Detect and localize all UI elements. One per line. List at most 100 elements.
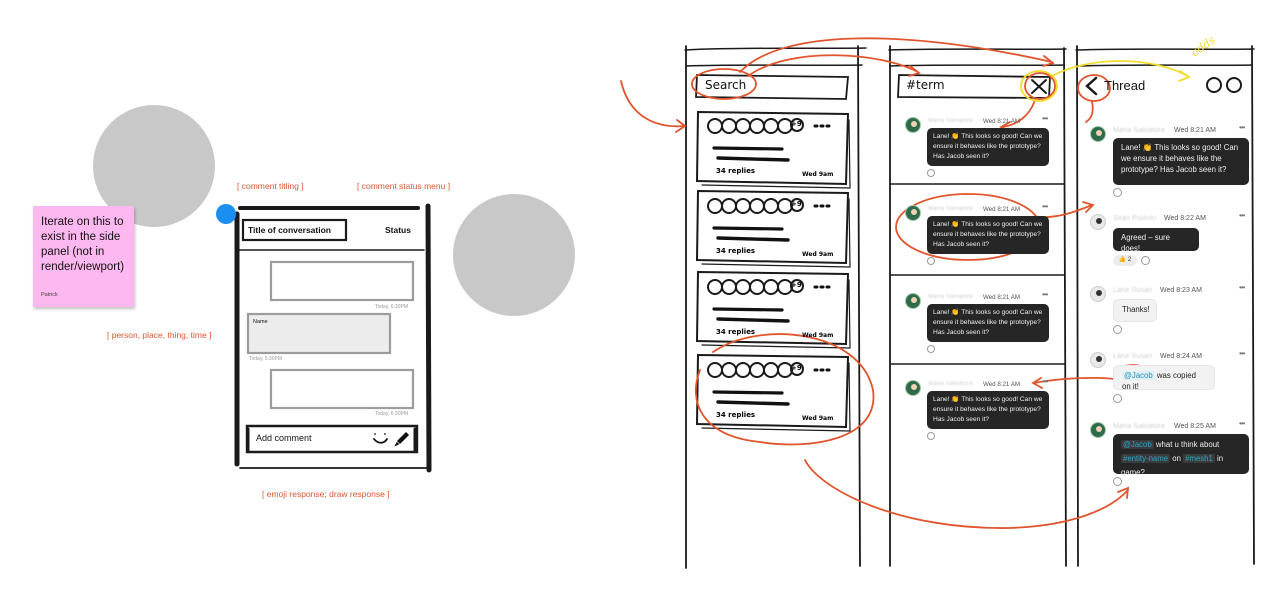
- close-icon[interactable]: [1030, 78, 1048, 96]
- message-username: Lane Susan: [1113, 287, 1153, 294]
- card-replies: 34 replies: [716, 167, 756, 175]
- message-bubble: @Jacob what u think about #entity-name o…: [1113, 434, 1249, 477]
- thread-screen-frame: [1075, 45, 1255, 567]
- add-comment-input[interactable]: Add comment: [256, 433, 312, 443]
- more-options-icon[interactable]: •••: [1042, 377, 1048, 386]
- search-input[interactable]: Search: [705, 78, 747, 92]
- message-time: Wed 8:25 AM: [1174, 423, 1216, 430]
- message-bubble: @Jacob was copied on it!: [1113, 365, 1215, 391]
- status-menu[interactable]: Status: [385, 225, 411, 235]
- card-day: Wed 9am: [802, 171, 834, 178]
- search-cards: [695, 110, 851, 432]
- message-username: Maria Salvatore: [928, 381, 974, 387]
- comment-timestamp: Today, 6:30PM: [375, 411, 408, 417]
- annotation-person-place: [ person, place, thing, time ]: [107, 330, 212, 340]
- message-time: Wed 8:24 AM: [1160, 353, 1202, 360]
- emoji-icon[interactable]: [373, 433, 388, 444]
- placeholder-circle-right: [453, 194, 575, 316]
- message-text: what u think about: [1155, 440, 1220, 449]
- message-text: on: [1172, 454, 1181, 463]
- message-bubble: Lane! 👏 This looks so good! Can we ensur…: [927, 216, 1049, 254]
- more-options-icon[interactable]: •••: [1042, 202, 1048, 211]
- reaction-chip[interactable]: 👍 2: [1113, 255, 1137, 266]
- card-day: Wed 9am: [802, 332, 834, 339]
- avatar: [905, 380, 921, 396]
- more-options-icon[interactable]: •••: [1239, 349, 1245, 358]
- annotation-comment-status-menu: [ comment status menu ]: [357, 181, 451, 191]
- message-bubble: Lane! 👏 This looks so good! Can we ensur…: [927, 128, 1049, 166]
- more-options-icon[interactable]: •••: [1239, 283, 1245, 292]
- add-reaction-icon[interactable]: [927, 257, 935, 265]
- message-bubble: Agreed – sure does!: [1113, 228, 1199, 253]
- chevron-left-icon[interactable]: [1084, 76, 1100, 96]
- annotation-comment-titling: [ comment titling ]: [237, 181, 304, 191]
- add-reaction-icon[interactable]: [1113, 188, 1122, 197]
- draw-pen-icon[interactable]: [394, 431, 410, 447]
- avatar: [905, 117, 921, 133]
- comment-panel-frame: [234, 203, 432, 473]
- entity-tag[interactable]: #entity-name: [1121, 454, 1171, 463]
- yellow-annotation: [1020, 60, 1191, 102]
- message-bubble: Lane! 👏 This looks so good! Can we ensur…: [927, 391, 1049, 429]
- comment-timestamp: Today, 5:30PM: [249, 356, 282, 362]
- comment-pin-marker[interactable]: [216, 204, 236, 224]
- more-options-icon[interactable]: [1204, 76, 1244, 94]
- message-time: Wed 8:22 AM: [1164, 215, 1206, 222]
- message-time: Wed 8:21 AM: [983, 294, 1021, 301]
- card-replies: 34 replies: [716, 328, 756, 336]
- conversation-title[interactable]: Title of conversation: [248, 225, 331, 235]
- more-options-icon[interactable]: •••: [1239, 419, 1245, 428]
- comment-timestamp: Today, 6:30PM: [375, 304, 408, 310]
- message-username: Maria Salvatore: [928, 118, 974, 124]
- sticky-note-author: Patrick: [41, 292, 58, 298]
- card-day: Wed 9am: [802, 415, 834, 422]
- mention-chip[interactable]: @Jacob: [1121, 440, 1154, 449]
- thread-title: Thread: [1104, 78, 1146, 93]
- avatar: [905, 205, 921, 221]
- name-field-label: Name: [253, 319, 268, 325]
- card-replies: 34 replies: [716, 411, 756, 419]
- add-reaction-icon[interactable]: [1141, 256, 1150, 265]
- message-username: Maria Salvatore: [928, 294, 974, 300]
- avatar: [1090, 126, 1106, 142]
- message-bubble: Lane! 👏 This looks so good! Can we ensur…: [927, 304, 1049, 342]
- mention-chip[interactable]: @Jacob: [1122, 371, 1155, 380]
- card-count: +9: [791, 281, 802, 289]
- message-username: Maria Salvatore: [1113, 127, 1166, 134]
- avatar: [905, 293, 921, 309]
- term-search-input[interactable]: #term: [906, 78, 945, 92]
- message-username: Lane Susan: [1113, 353, 1153, 360]
- message-text: was copied on it!: [1122, 371, 1196, 391]
- more-options-icon[interactable]: •••: [1042, 290, 1048, 299]
- avatar: [1090, 352, 1106, 368]
- add-reaction-icon[interactable]: [927, 432, 935, 440]
- card-day: Wed 9am: [802, 251, 834, 258]
- search-card-text-lines: [712, 124, 831, 406]
- term-screen-frame: [888, 45, 1067, 567]
- card-replies: 34 replies: [716, 247, 756, 255]
- card-count: +9: [791, 200, 802, 208]
- add-reaction-icon[interactable]: [1113, 477, 1122, 486]
- more-options-icon[interactable]: •••: [1239, 211, 1245, 220]
- message-time: Wed 8:21 AM: [1174, 127, 1216, 134]
- add-reaction-icon[interactable]: [927, 169, 935, 177]
- add-reaction-icon[interactable]: [1113, 394, 1122, 403]
- card-count: +9: [791, 364, 802, 372]
- more-options-icon[interactable]: •••: [1239, 123, 1245, 132]
- avatar: [1090, 422, 1106, 438]
- message-username: Maria Salvatore: [1113, 423, 1166, 430]
- card-count: +9: [791, 120, 802, 128]
- message-username: Sean Pulaski: [1113, 215, 1157, 222]
- sticky-note[interactable]: Iterate on this to exist in the side pan…: [33, 206, 134, 307]
- add-reaction-icon[interactable]: [927, 345, 935, 353]
- avatar: [1090, 214, 1106, 230]
- message-time: Wed 8:21 AM: [983, 381, 1021, 388]
- add-reaction-icon[interactable]: [1113, 325, 1122, 334]
- more-options-icon[interactable]: •••: [1042, 114, 1048, 123]
- entity-tag[interactable]: #mesh1: [1183, 454, 1215, 463]
- message-time: Wed 8:21 AM: [983, 118, 1021, 125]
- search-card-avatar-rows: [707, 118, 804, 378]
- message-username: Maria Salvatore: [928, 206, 974, 212]
- sticky-note-text: Iterate on this to exist in the side pan…: [41, 216, 125, 273]
